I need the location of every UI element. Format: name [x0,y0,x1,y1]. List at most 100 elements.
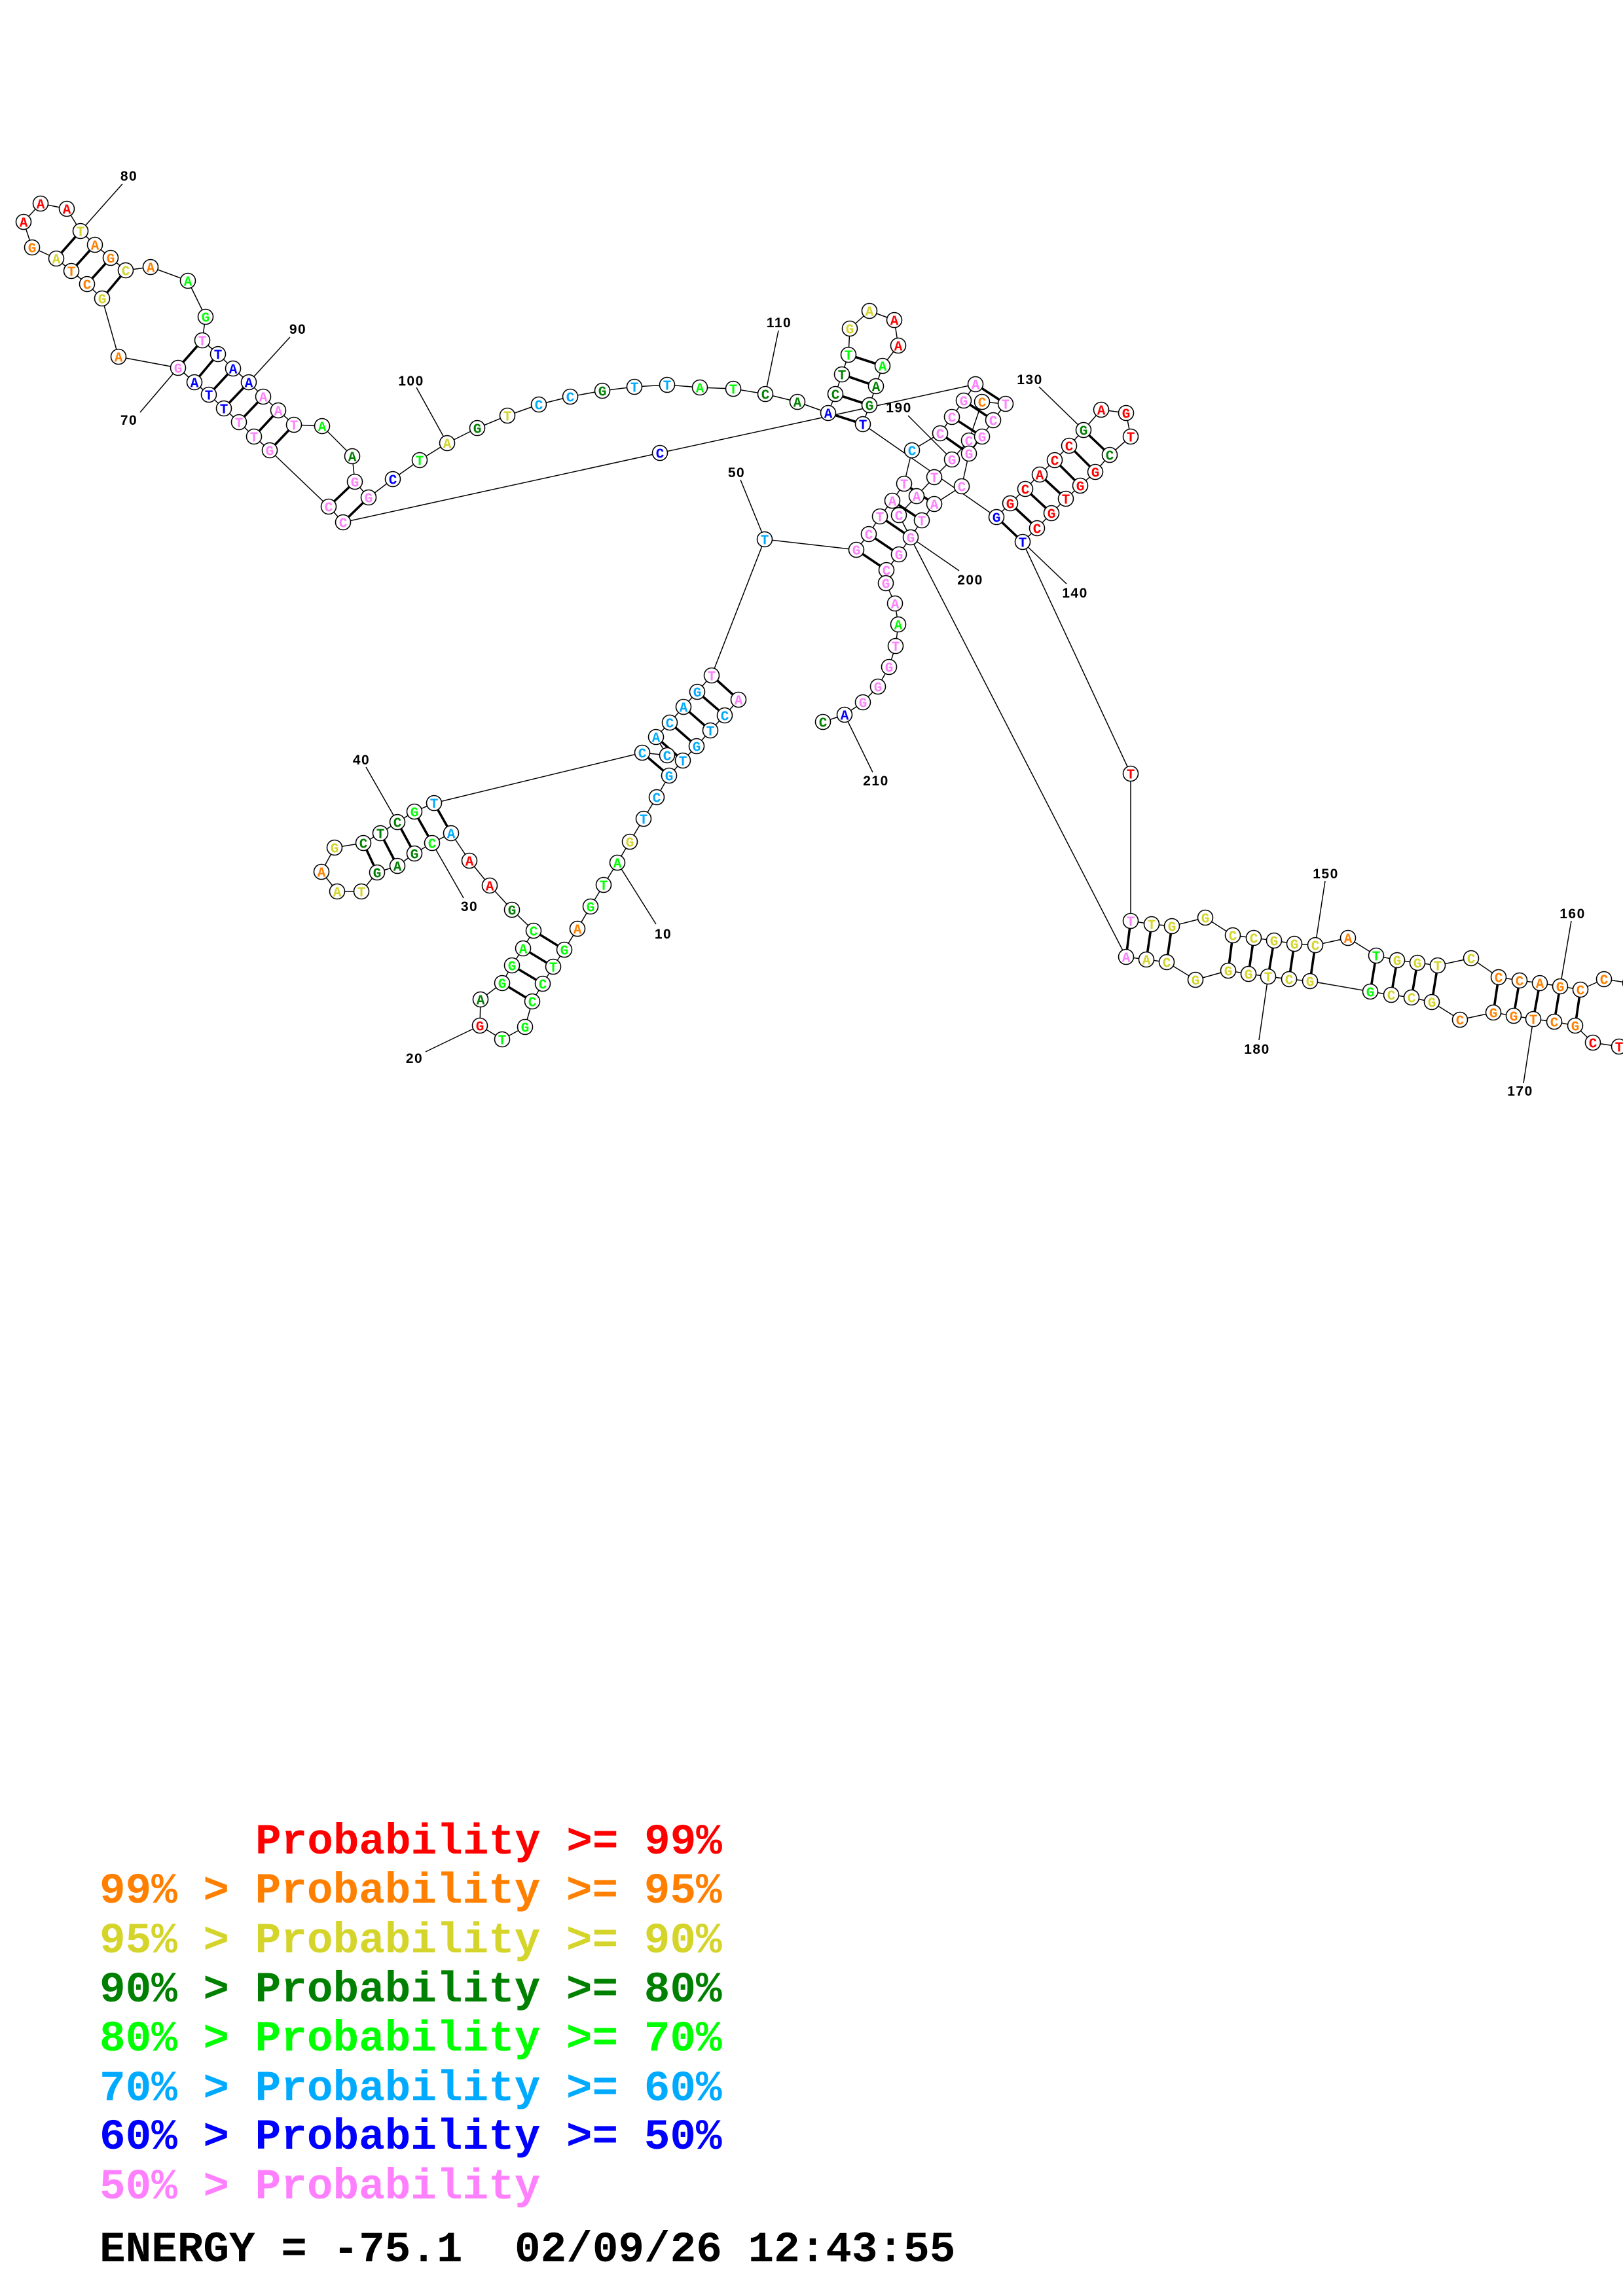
nucleotide-base: T [214,349,223,364]
nucleotide-base: C [653,792,661,807]
tick-line [1258,976,1269,1041]
nucleotide: G [841,320,858,338]
nucleotide-circle [1002,495,1019,512]
nucleotide-circle [1485,1004,1502,1021]
nucleotide: A [186,374,203,392]
nucleotide-base: A [888,495,897,511]
nucleotide-circle [255,388,272,405]
nucleotide: G [661,767,678,785]
energy-value: ENERGY = -75.1 [100,2225,463,2274]
nucleotide-base: T [876,511,884,526]
nucleotide-base: A [652,732,661,747]
nucleotide: A [443,825,460,843]
nucleotide-circle [389,857,406,874]
nucleotide-circle [335,514,352,531]
nucleotide-circle [1220,962,1237,979]
nucleotide: T [926,469,943,487]
nucleotide-circle [756,531,773,548]
nucleotide-circle [1611,1038,1623,1055]
nucleotide: G [326,839,343,857]
nucleotide: A [1093,401,1110,420]
tick-label: 40 [353,753,370,768]
nucleotide-base: C [978,397,987,412]
nucleotide: A [908,488,925,506]
nucleotide: G [1163,918,1180,936]
nucleotide-circle [814,713,831,730]
nucleotide-base: G [1080,425,1088,440]
nucleotide-base: T [1615,1041,1623,1056]
nucleotide-base: T [498,1034,507,1049]
nucleotide: C [1101,446,1118,465]
nucleotide-circle [384,471,401,488]
nucleotide-base: G [665,770,674,785]
nucleotide: C [79,276,96,294]
nucleotide-circle [320,498,337,515]
nucleotide-base: C [530,925,538,941]
nucleotide: C [384,471,401,489]
nucleotide-base: A [191,377,199,392]
nucleotide-circle [200,386,217,403]
nucleotide-circle [1118,404,1135,422]
nucleotide-base: A [735,694,743,709]
nucleotide-circle [1197,909,1214,926]
nucleotide: A [874,357,891,376]
nucleotide-circle [461,852,478,869]
nucleotide-base: C [1550,1016,1559,1031]
nucleotide-base: T [600,880,608,895]
nucleotide: A [48,250,65,268]
nucleotide-base: C [1577,984,1585,999]
nucleotide: G [890,546,907,564]
nucleotide-circle [635,810,652,827]
nucleotide-base: T [416,455,424,470]
nucleotide: T [1611,1038,1623,1056]
nucleotide-circle [997,395,1014,412]
nucleotide-base: G [1006,498,1015,513]
nucleotide-circle [974,393,991,410]
nucleotide-circle [1362,983,1379,1000]
nucleotide: A [58,200,75,219]
tick-label-layer: 1020304050708090100110130140150160170180… [120,169,1584,1099]
nucleotide-base: C [359,838,368,853]
nucleotide-circle [674,752,691,769]
nucleotide: C [1584,1034,1601,1052]
nucleotide-circle [836,706,853,723]
nucleotide-circle [985,412,1002,429]
nucleotide: T [230,414,247,432]
nucleotide-base: A [465,855,474,870]
nucleotide-base: G [1270,935,1279,950]
nucleotide-circle [871,508,888,525]
tick-line [740,479,765,540]
nucleotide-circle [1158,954,1175,971]
nucleotide-circle [94,290,111,307]
nucleotide: T [1525,1011,1542,1029]
tick-label: 20 [406,1051,423,1066]
nucleotide: C [1017,480,1034,499]
nucleotide-base: C [325,501,333,516]
nucleotide-base: T [357,886,366,901]
nucleotide-base: C [393,817,402,832]
nucleotide: T [1122,765,1139,783]
nucleotide: C [1245,929,1262,948]
nucleotide: T [1368,947,1385,965]
nucleotide-base: C [1285,974,1294,989]
nucleotide-circle [1061,437,1078,454]
nucleotide-circle [1340,929,1357,946]
nucleotide: C [562,388,579,406]
nucleotide-base: G [882,578,890,593]
nucleotide-circle [1014,533,1031,550]
nucleotide-circle [313,863,330,880]
nucleotide-base: A [1344,933,1353,948]
nucleotide: T [499,407,516,425]
nucleotide-circle [932,425,949,442]
nucleotide-circle [913,512,930,529]
nucleotide-base: A [184,276,192,291]
nucleotide-base: G [885,662,894,677]
nucleotide-circle [1087,463,1104,480]
nucleotide-circle [230,414,247,431]
nucleotide-base: G [1413,958,1422,973]
nucleotide: G [517,1018,534,1037]
nucleotide-circle [1046,452,1063,469]
nucleotide-base: G [993,512,1001,527]
nucleotide-circle [1368,947,1385,964]
nucleotide-base: C [1516,975,1524,990]
